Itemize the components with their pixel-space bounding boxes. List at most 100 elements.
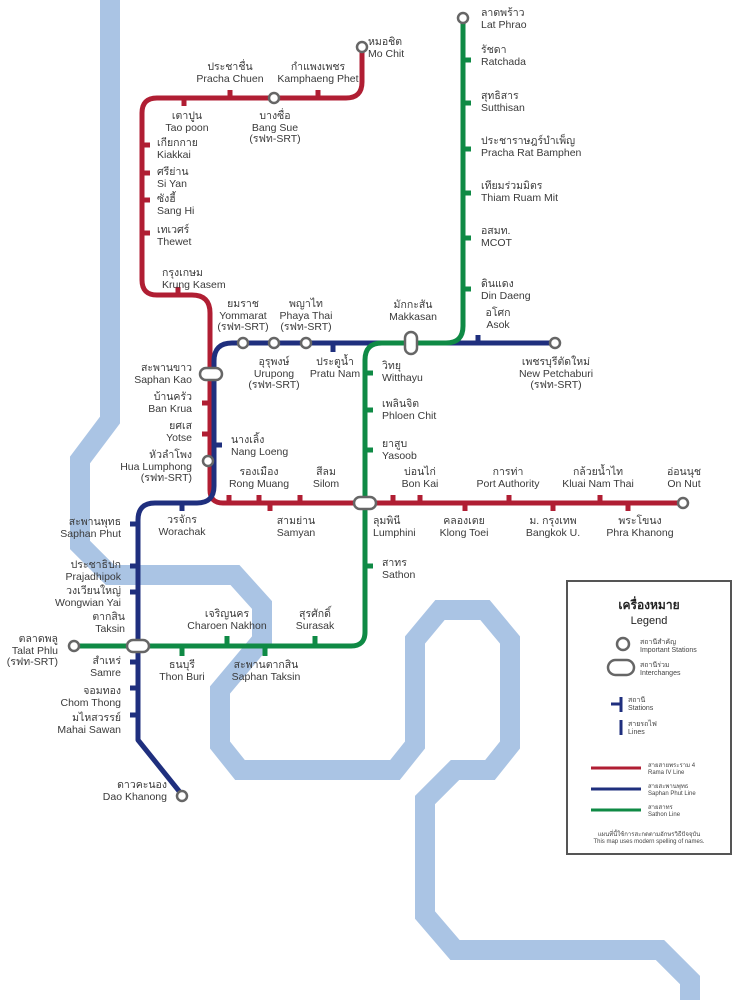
- river-path: [70, 0, 700, 1000]
- station-ring-hua-lumphong[interactable]: [201, 454, 215, 468]
- red-line: [139, 48, 683, 511]
- station-label-witthayu[interactable]: วิทยุWitthayu: [382, 360, 423, 384]
- river: [70, 0, 700, 1000]
- station-label-samre[interactable]: สำเหร่Samre: [90, 655, 121, 679]
- station-label-mcot[interactable]: อสมท.MCOT: [481, 225, 512, 249]
- station-label-lumphini[interactable]: ลุมพินีLumphini: [373, 515, 416, 539]
- station-label-wongwian-yai[interactable]: วงเวียนใหญ่Wongwian Yai: [55, 585, 121, 609]
- legend-stations: สถานีStations: [628, 697, 654, 712]
- station-ring-talat-phlu[interactable]: [67, 639, 81, 653]
- interchange-makkasan[interactable]: [403, 330, 419, 356]
- blue-line-path: [135, 340, 555, 798]
- legend-symbols: [591, 636, 641, 812]
- station-tick-icon: [611, 697, 623, 712]
- interchange-taksin[interactable]: [125, 638, 151, 654]
- blue-line: [130, 335, 555, 798]
- station-ring-yommarat[interactable]: [236, 336, 250, 350]
- green-station-ticks: [179, 57, 471, 656]
- station-ring-new-petchaburi[interactable]: [548, 336, 562, 350]
- green-line: [72, 18, 471, 656]
- interchange-icon: [606, 658, 636, 677]
- station-label-urupong[interactable]: อุรุพงษ์Urupong(รฟท-SRT): [248, 356, 300, 391]
- station-ring-urupong[interactable]: [267, 336, 281, 350]
- station-ring-on-nut[interactable]: [676, 496, 690, 510]
- blue-station-ticks: [130, 335, 481, 718]
- station-label-thon-buri[interactable]: ธนบุรีThon Buri: [159, 659, 205, 683]
- station-ring-phaya-thai[interactable]: [299, 336, 313, 350]
- red-line-path: [139, 48, 683, 506]
- station-label-talat-phlu[interactable]: ตลาดพลูTalat Phlu(รฟท-SRT): [6, 633, 58, 668]
- red-station-ticks: [142, 90, 631, 511]
- station-ring-lat-phrao[interactable]: [456, 11, 470, 25]
- station-label-sang-hi[interactable]: ซังฮี้Sang Hi: [157, 193, 195, 217]
- interchange-lumphini[interactable]: [352, 495, 378, 511]
- station-label-bon-kai[interactable]: บ่อนไก่Bon Kai: [401, 466, 439, 490]
- interchanges: [125, 330, 419, 654]
- interchange-saphan-kao[interactable]: [198, 366, 224, 382]
- station-label-mahai-sawan[interactable]: มไหสวรรย์Mahai Sawan: [57, 712, 121, 736]
- station-ring-bang-sue[interactable]: [267, 91, 281, 105]
- station-label-surasak[interactable]: สุรศักดิ์Surasak: [295, 608, 335, 632]
- station-ring-mo-chit[interactable]: [355, 40, 369, 54]
- legend-title: เครื่องหมาย Legend: [618, 598, 680, 627]
- important-stations: [67, 11, 690, 803]
- station-label-thewet[interactable]: เทเวศร์Thewet: [157, 224, 192, 248]
- station-label-new-petchaburi[interactable]: เพชรบุรีตัดใหม่New Petchaburi(รฟท-SRT): [518, 356, 594, 391]
- station-ring-dao-khanong[interactable]: [175, 789, 189, 803]
